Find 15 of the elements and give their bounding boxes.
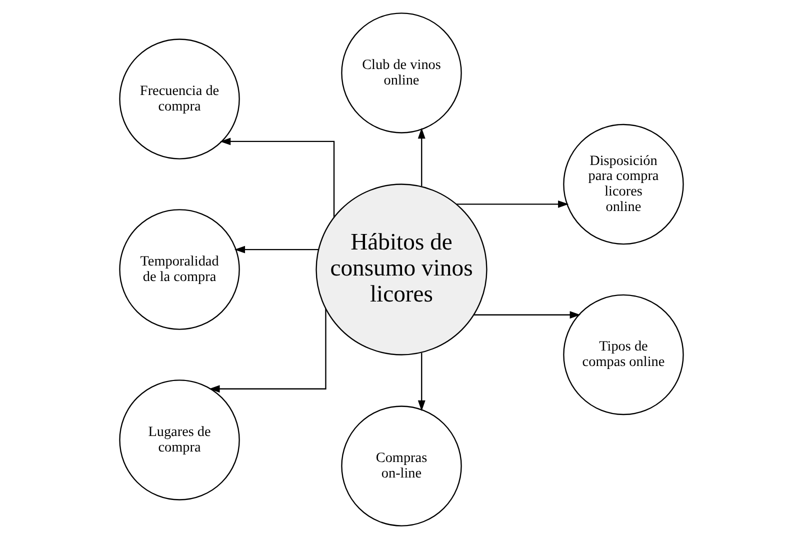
arrow xyxy=(418,352,426,412)
node-circle: Frecuencia de compra xyxy=(119,38,240,160)
arrow xyxy=(474,311,580,319)
node-circle: Compras on-line xyxy=(341,406,462,526)
arrow xyxy=(456,200,569,208)
arrow xyxy=(418,128,426,186)
node-circle: Disposición para compra licores online xyxy=(563,124,684,245)
arrow xyxy=(234,246,319,254)
arrow xyxy=(209,308,326,393)
arrow xyxy=(220,138,335,218)
node-circle: Temporalidad de la compra xyxy=(119,209,240,330)
node-circle: Tipos de compas online xyxy=(563,294,684,416)
node-circle: Club de vinos online xyxy=(341,12,462,134)
node-circle: Hábitos de consumo vinos licores xyxy=(316,184,488,356)
node-circle: Lugares de compra xyxy=(119,380,240,500)
